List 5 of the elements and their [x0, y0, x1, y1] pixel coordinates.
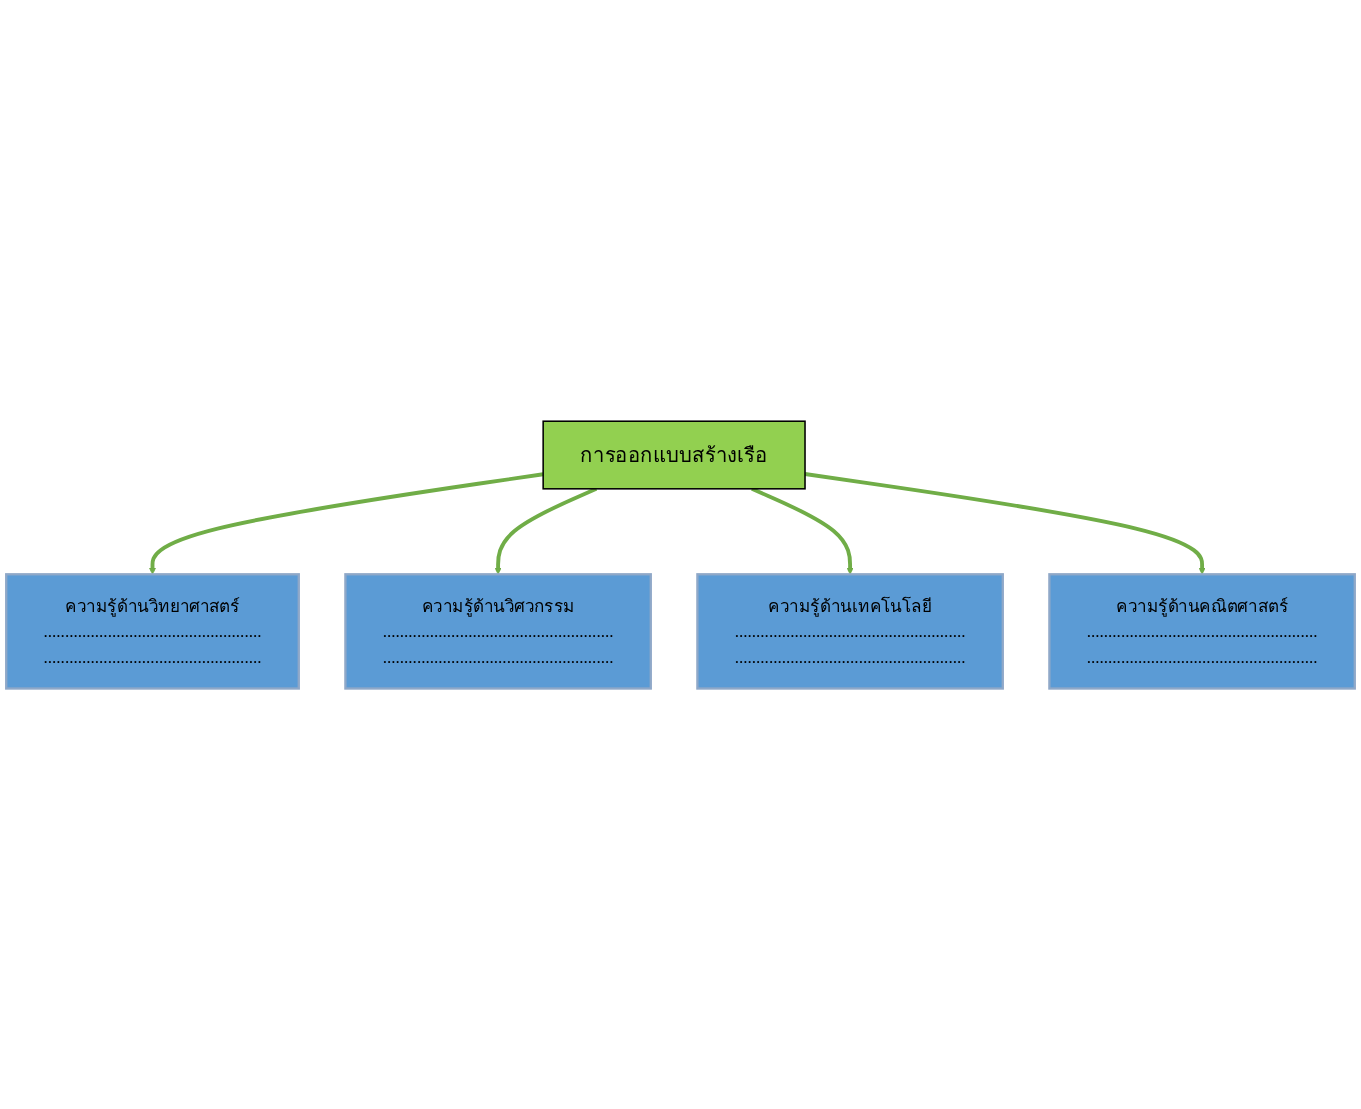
node-box: ความรู้ด้านเทคโนโลยี ...................................................... ......................................................	[696, 572, 1004, 690]
node-box: ความรู้ด้านคณิตศาสตร์ ...................................................... ......................................................	[1048, 572, 1356, 690]
node-box: ความรู้ด้านวิศวกรรม ...................................................... ......................................................	[344, 572, 652, 690]
node-box: ความรู้ด้านวิทยาศาสตร์ ................................................... ...................................................	[5, 572, 300, 690]
node-box: การออกแบบสร้างเรือ	[542, 420, 806, 490]
